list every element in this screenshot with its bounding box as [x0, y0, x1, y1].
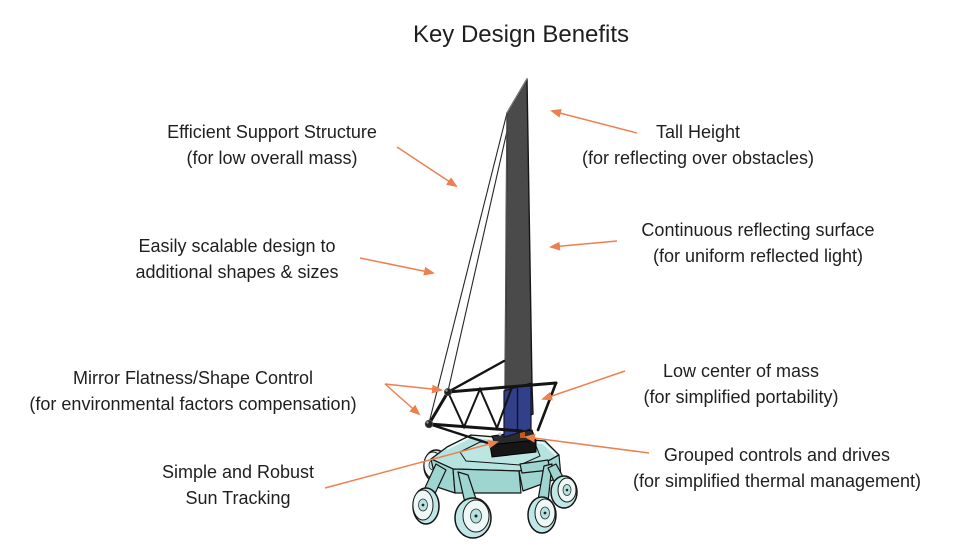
label-line: Efficient Support Structure	[167, 122, 377, 142]
label-line: Low center of mass	[662, 361, 820, 381]
label-line: Sun Tracking	[185, 488, 291, 508]
mirror-panel	[504, 78, 534, 423]
label-scalable-design: Easily scalable design to additional sha…	[135, 233, 338, 285]
label-line: (for simplified thermal management)	[632, 471, 922, 491]
label-efficient-support: Efficient Support Structure (for low ove…	[167, 119, 377, 171]
arrow-grouped-controls	[524, 433, 650, 454]
label-line: Tall Height	[655, 122, 741, 142]
rover-wheel-front-left	[412, 487, 440, 525]
label-line: (for reflecting over obstacles)	[581, 148, 815, 168]
label-continuous-surface: Continuous reflecting surface (for unifo…	[641, 217, 874, 269]
label-line: Continuous reflecting surface	[641, 220, 875, 240]
rover-wheel-mid-right	[550, 475, 578, 509]
label-tall-height: Tall Height (for reflecting over obstacl…	[582, 119, 814, 171]
slide-title: Key Design Benefits	[412, 21, 630, 48]
drive-mount	[489, 429, 537, 458]
arrow-scalable-design	[359, 257, 435, 276]
arrow-efficient-support	[396, 146, 458, 188]
mount-orange-detail	[520, 432, 525, 438]
rover-wheel-center	[454, 497, 492, 539]
label-low-center-of-mass: Low center of mass (for simplified porta…	[643, 358, 838, 410]
label-line: Mirror Flatness/Shape Control	[72, 368, 314, 388]
annotation-arrows	[324, 108, 650, 489]
label-line: (for uniform reflected light)	[652, 246, 864, 266]
arrow-tall-height	[550, 108, 638, 134]
label-mirror-flatness: Mirror Flatness/Shape Control (for envir…	[29, 365, 356, 417]
truss-frame	[424, 359, 558, 448]
label-line: Easily scalable design to	[138, 236, 336, 256]
arrow-sun-tracking	[324, 439, 499, 489]
label-line: additional shapes & sizes	[135, 262, 339, 282]
arrow-mirror-flatness-upper	[384, 383, 443, 394]
label-line: Grouped controls and drives	[663, 445, 891, 465]
truss-node	[424, 419, 434, 429]
label-line: (for simplified portability)	[643, 387, 839, 407]
label-line: Simple and Robust	[161, 462, 315, 482]
label-grouped-controls: Grouped controls and drives (for simplif…	[633, 442, 921, 494]
label-line: (for low overall mass)	[186, 148, 358, 168]
support-cables	[428, 112, 511, 424]
label-sun-tracking: Simple and Robust Sun Tracking	[162, 459, 314, 511]
label-line: (for environmental factors compensation)	[29, 394, 357, 414]
arrow-continuous-surface	[549, 240, 618, 251]
truss-node	[443, 387, 452, 396]
rover-wheel-front-right	[527, 496, 557, 534]
arrow-low-center-of-mass	[541, 370, 626, 401]
arrow-mirror-flatness-lower	[384, 383, 421, 416]
